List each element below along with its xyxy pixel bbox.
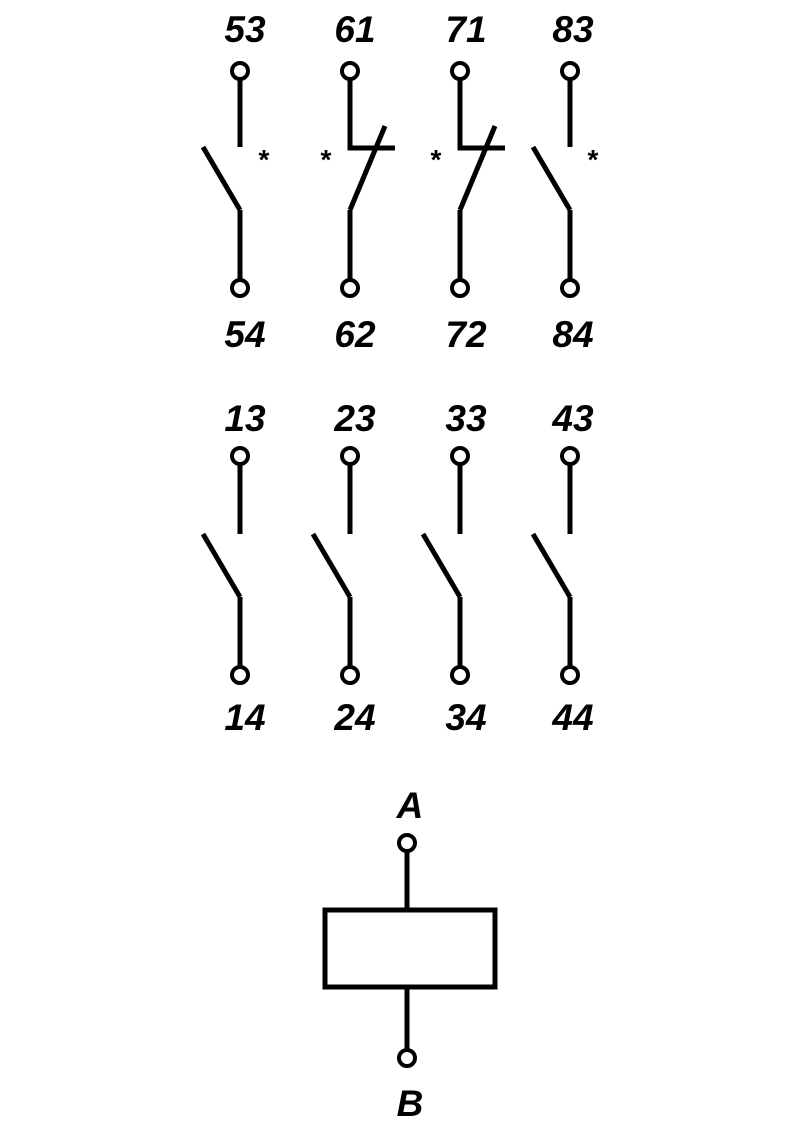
fixed-lead-nc xyxy=(457,79,505,151)
aux-contact-53-54: 53 * 54 xyxy=(200,9,270,355)
terminal-label-top: 23 xyxy=(333,398,376,439)
terminal-label-bottom: 24 xyxy=(333,697,375,738)
coil-terminal-bottom xyxy=(397,1048,417,1068)
moving-blade xyxy=(347,125,388,211)
terminal-top xyxy=(340,446,360,466)
coil-body xyxy=(322,907,498,990)
moving-blade xyxy=(530,145,573,212)
terminal-label-top: 33 xyxy=(445,398,487,439)
terminal-label-bottom: 34 xyxy=(445,697,486,738)
main-contact-43-44: 43 44 xyxy=(530,398,594,738)
terminal-label-top: 43 xyxy=(551,398,594,439)
terminal-bottom xyxy=(560,278,580,298)
coil: A B xyxy=(322,785,498,1124)
terminal-top xyxy=(560,61,580,81)
terminal-bottom xyxy=(340,665,360,685)
terminal-bottom xyxy=(230,278,250,298)
terminal-label-bottom: 14 xyxy=(224,697,265,738)
moving-blade xyxy=(200,532,243,599)
terminal-top xyxy=(450,61,470,81)
moving-blade xyxy=(310,532,353,599)
terminal-top xyxy=(560,446,580,466)
terminal-label-top: 61 xyxy=(334,9,375,50)
terminal-top xyxy=(340,61,360,81)
terminal-label-bottom: 72 xyxy=(445,314,487,355)
fixed-lead-nc xyxy=(347,79,395,151)
terminal-label-top: 53 xyxy=(224,9,266,50)
terminal-top xyxy=(230,446,250,466)
coil-label-top: A xyxy=(396,785,424,826)
terminal-top xyxy=(450,446,470,466)
main-contact-23-24: 23 24 xyxy=(310,398,376,738)
aux-contact-83-84: 83 * 84 xyxy=(530,9,599,355)
aux-contact-71-72: 71 * 72 xyxy=(431,9,505,355)
coil-label-bottom: B xyxy=(397,1083,424,1124)
terminal-top xyxy=(230,61,250,81)
terminal-bottom xyxy=(560,665,580,685)
coil-terminal-top xyxy=(397,833,417,853)
aux-contact-61-62: 61 * 62 xyxy=(321,9,395,355)
terminal-label-bottom: 62 xyxy=(334,314,376,355)
terminal-bottom xyxy=(230,665,250,685)
main-contact-33-34: 33 34 xyxy=(420,398,487,738)
terminal-bottom xyxy=(450,665,470,685)
terminal-label-top: 83 xyxy=(552,9,594,50)
terminal-bottom xyxy=(450,278,470,298)
delayed-mark: * xyxy=(431,144,442,175)
terminal-label-top: 13 xyxy=(224,398,266,439)
moving-blade xyxy=(420,532,463,599)
delayed-mark: * xyxy=(321,144,332,175)
moving-blade xyxy=(530,532,573,599)
terminal-label-bottom: 54 xyxy=(224,314,265,355)
delayed-mark: * xyxy=(588,144,599,175)
moving-blade xyxy=(457,125,498,211)
terminal-label-top: 71 xyxy=(445,9,486,50)
main-contact-13-14: 13 14 xyxy=(200,398,266,738)
terminal-label-bottom: 44 xyxy=(551,697,593,738)
moving-blade xyxy=(200,145,243,212)
delayed-mark: * xyxy=(259,144,270,175)
terminal-bottom xyxy=(340,278,360,298)
terminal-label-bottom: 84 xyxy=(552,314,593,355)
